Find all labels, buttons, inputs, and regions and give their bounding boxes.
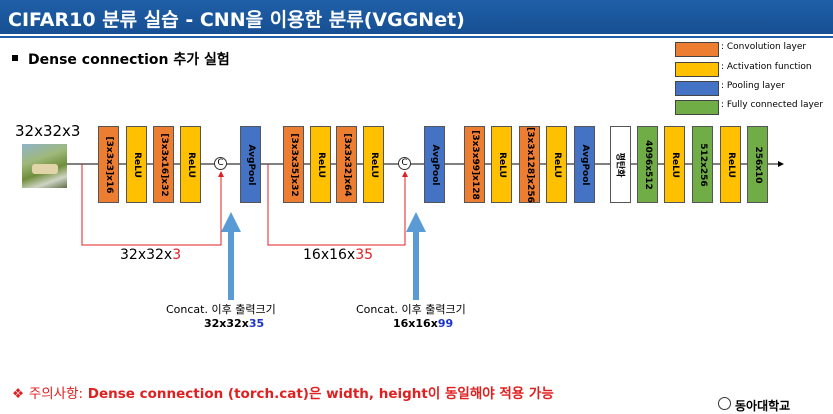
legend-item-fc: : Fully connected layer: [675, 100, 833, 115]
avgpool-block-2: AvgPool: [424, 126, 445, 203]
concat-node-1: C: [214, 157, 227, 170]
relu-block-1: ReLU: [126, 126, 147, 203]
legend-swatch-pool: [675, 81, 719, 96]
note-2-title: Concat. 이후 출력크기: [356, 303, 466, 316]
title-underline: [0, 36, 833, 38]
conv-block-6: [3x3x128]x256: [519, 126, 540, 203]
legend-swatch-conv: [675, 42, 719, 57]
relu-block-3: ReLU: [310, 126, 331, 203]
caution-text: Dense connection (torch.cat)은 width, hei…: [83, 386, 554, 402]
skip-label-1: 32x32x3: [120, 247, 182, 263]
legend-label-act: : Activation function: [721, 62, 812, 72]
conv-block-3: [3x3x35]x32: [283, 126, 304, 203]
relu-block-7: ReLU: [664, 126, 685, 203]
flatten-block: 평탄화: [610, 126, 631, 203]
relu-block-4: ReLU: [363, 126, 384, 203]
note-arrow-1: [221, 212, 241, 300]
fc-block-1: 4096x512: [637, 126, 658, 203]
skip-connection-2: [267, 164, 408, 246]
note-arrow-2: [406, 212, 426, 300]
legend-swatch-fc: [675, 100, 719, 115]
note-1-title: Concat. 이후 출력크기: [166, 303, 276, 316]
title-bar: CIFAR10 분류 실습 - CNN을 이용한 분류(VGGNet): [0, 0, 833, 34]
legend-item-pool: : Pooling layer: [675, 81, 833, 96]
relu-block-5: ReLU: [491, 126, 512, 203]
relu-block-8: ReLU: [720, 126, 741, 203]
skip-label-2: 16x16x35: [303, 247, 374, 263]
caution-lead: 주의사항:: [28, 386, 84, 402]
bullet-square: [12, 55, 18, 61]
input-image: [22, 144, 67, 188]
fc-block-2: 512x256: [692, 126, 713, 203]
caution-mark: ❖: [12, 386, 25, 402]
legend-item-act: : Activation function: [675, 62, 833, 77]
skip-connection-1: [81, 164, 224, 246]
legend-label-fc: : Fully connected layer: [721, 100, 824, 110]
relu-block-6: ReLU: [546, 126, 567, 203]
conv-block-4: [3x3x32]x64: [336, 126, 357, 203]
legend-item-conv: : Convolution layer: [675, 42, 833, 57]
fc-block-3: 256x10: [747, 126, 768, 203]
slide-title: CIFAR10 분류 실습 - CNN을 이용한 분류(VGGNet): [8, 9, 465, 31]
note-1-size: 32x32x35: [204, 317, 265, 330]
relu-block-2: ReLU: [180, 126, 201, 203]
avgpool-block-1: AvgPool: [240, 126, 261, 203]
slide-subtitle: Dense connection 추가 실험: [28, 52, 230, 68]
caution-note: ❖ 주의사항: Dense connection (torch.cat)은 wi…: [12, 382, 554, 402]
concat-node-2: C: [398, 157, 411, 170]
legend-label-pool: : Pooling layer: [721, 81, 785, 91]
conv-block-2: [3x3x16]x32: [153, 126, 174, 203]
avgpool-block-3: AvgPool: [574, 126, 595, 203]
conv-block-1: [3x3x3]x16: [98, 126, 119, 203]
input-size-label: 32x32x3: [15, 122, 81, 140]
legend-swatch-act: [675, 62, 719, 77]
legend-label-conv: : Convolution layer: [721, 42, 807, 52]
university-seal-icon: [718, 397, 731, 410]
conv-block-5: [3x3x99]x128: [464, 126, 485, 203]
note-2-size: 16x16x99: [393, 317, 454, 330]
university-logo-text: 동아대학교: [735, 399, 791, 413]
